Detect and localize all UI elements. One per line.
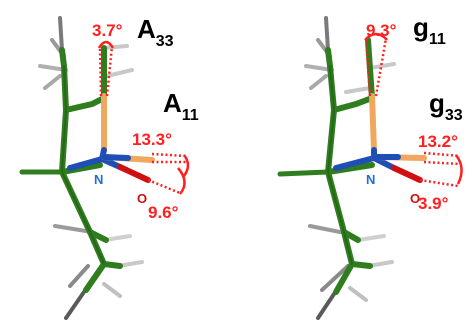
- panel-left: N O 3.7° 13.3° 9.6° A33 A11: [19, 14, 199, 320]
- angle-guides: [364, 37, 461, 188]
- atom-n-label: N: [366, 172, 375, 187]
- atom-o-label: O: [137, 191, 147, 206]
- no-bond-red: [117, 164, 151, 183]
- angle-side-lower-label: 3.9°: [418, 194, 449, 213]
- carbon-skeleton-shading: [60, 65, 105, 265]
- angle-top-label: 9.3°: [366, 21, 397, 40]
- no-bond-red: [391, 165, 423, 183]
- cn-bond: [333, 155, 377, 171]
- angle-arcs: [364, 32, 463, 185]
- angle-arcs: [97, 40, 190, 195]
- tensor-top-label: g11: [413, 12, 446, 48]
- angle-side-upper-label: 13.3°: [132, 130, 172, 149]
- angle-side-upper-label: 13.2°: [418, 132, 458, 151]
- nh-bond: [369, 93, 377, 153]
- tensor-side-label: g33: [429, 88, 463, 124]
- atom-o-label: O: [410, 191, 420, 206]
- tensor-top-label: A33: [137, 14, 174, 50]
- cn-bond: [67, 156, 105, 171]
- angle-guides: [98, 45, 187, 195]
- atom-n-label: N: [94, 172, 103, 187]
- no-bond-blue: [99, 156, 123, 170]
- panel-right: N O 9.3° 13.2° 3.9° g11 g33: [277, 12, 463, 320]
- angle-side-lower-label: 9.6°: [148, 203, 179, 222]
- tensor-axis-x-blue: [101, 154, 131, 161]
- tensor-side-label: A11: [163, 88, 199, 124]
- angle-top-label: 3.7°: [92, 21, 123, 40]
- carbon-skeleton-shading: [326, 65, 353, 265]
